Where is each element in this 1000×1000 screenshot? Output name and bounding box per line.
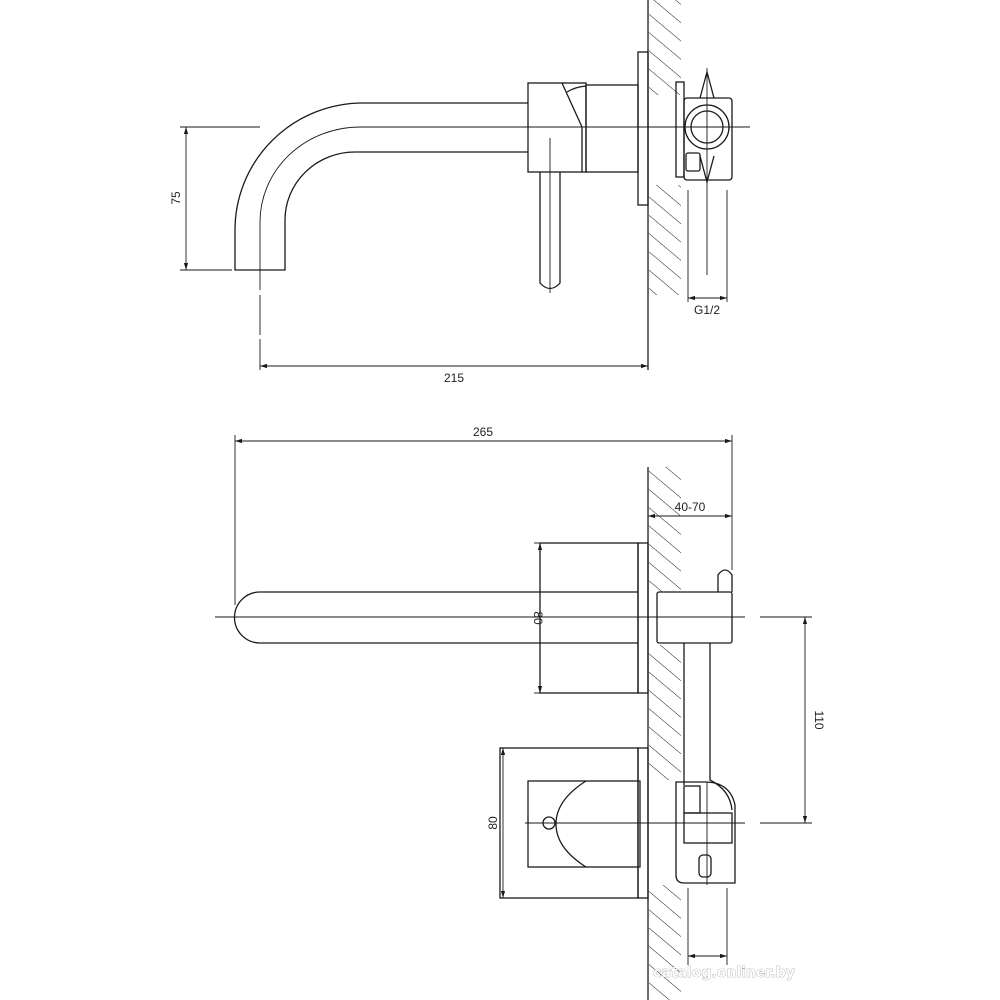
- dim-wall-depth: 40-70: [675, 500, 706, 514]
- valve-fitting: [675, 68, 733, 275]
- dim-total-length: 265: [473, 425, 493, 439]
- wall-hatch: [649, 885, 681, 1000]
- watermark: catalog.onliner.by: [653, 965, 795, 981]
- escutcheon-plate: [637, 51, 649, 206]
- wall-hatch: [649, 467, 681, 592]
- spout: [234, 102, 750, 370]
- spout-plate: [539, 542, 639, 694]
- dim-thread: G1/2: [694, 303, 720, 317]
- wall-hatch: [649, 0, 681, 95]
- mixer-body: [527, 51, 649, 293]
- spout: [233, 591, 638, 644]
- valve-body: [675, 781, 736, 885]
- dim-handle-plate: 80: [486, 816, 500, 830]
- dim-spout-plate: 80: [531, 611, 545, 625]
- dim-spout-length: 215: [444, 371, 464, 385]
- wall-hatch: [649, 185, 681, 295]
- handle-body: [527, 780, 641, 868]
- wall-hatch: [649, 645, 681, 780]
- top-view: 75 215 G1/2: [169, 0, 750, 385]
- dim-center-distance: 110: [812, 710, 826, 729]
- dim-spout-height: 75: [169, 191, 183, 205]
- lever-tab: [717, 569, 733, 592]
- side-view: 265 40-70 80 80: [215, 425, 826, 1000]
